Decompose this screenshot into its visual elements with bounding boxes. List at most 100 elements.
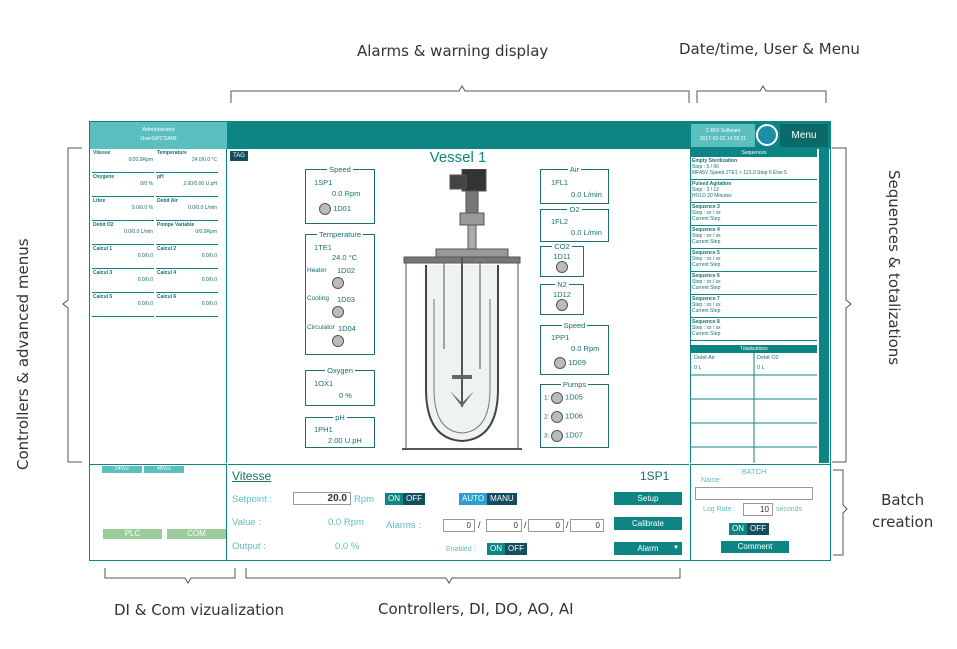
co2-panel[interactable]: CO2 1D11 [540, 242, 584, 277]
o2-panel[interactable]: O2 1FL2 0.0 L/min [540, 205, 609, 242]
enabled-toggle[interactable]: ON OFF [487, 543, 527, 555]
alarm-input-1[interactable]: 0 [443, 519, 475, 532]
calibrate-button[interactable]: Calibrate [614, 517, 682, 530]
tag-button[interactable]: TAG [230, 151, 248, 161]
controller-cell[interactable]: Libre 9.0/0.0 % [92, 197, 154, 221]
cooling-lamp-icon [332, 306, 344, 318]
pump-speed-title: Speed [561, 321, 588, 330]
controller-name: Temperature [157, 150, 187, 156]
batch-on-option[interactable]: ON [729, 523, 747, 535]
co2-lamp-icon [556, 261, 568, 273]
controller-cell[interactable]: Calcul 6 0.0/0.0 [156, 293, 218, 317]
enabled-on-option[interactable]: ON [487, 543, 505, 555]
manu-option[interactable]: MANU [487, 493, 517, 505]
auto-option[interactable]: AUTO [459, 493, 488, 505]
enabled-off-option[interactable]: OFF [505, 543, 527, 555]
temperature-unit: °C [348, 253, 358, 262]
ph-panel[interactable]: pH 1PH1 2.00 U.pH [305, 413, 375, 448]
air-panel[interactable]: Air 1FL1 0.0 L/min [540, 165, 609, 204]
sequence-step: Step : xx / xx [692, 233, 721, 239]
pump-speed-panel[interactable]: Speed 1PP1 0.0 Rpm 1D09 [540, 321, 609, 375]
pump-1-do: 1D05 [565, 392, 583, 402]
controller-name: Debit Air [157, 198, 178, 204]
enabled-label: Enabled : [446, 546, 476, 553]
off-option[interactable]: OFF [403, 493, 425, 505]
sequence-step: Step : xx / xx [692, 210, 721, 216]
output-display: 0.0 % [335, 541, 360, 552]
controller-name: Libre [93, 198, 106, 204]
controller-name: Calcul 6 [157, 294, 177, 300]
on-option[interactable]: ON [385, 493, 403, 505]
controllers-io-annotation: Controllers, DI, DO, AO, AI [378, 600, 574, 618]
alarm-input-3[interactable]: 0 [528, 519, 564, 532]
comment-button[interactable]: Comment [721, 541, 789, 553]
sequence-step: Step : xx / xx [692, 256, 721, 262]
menu-button[interactable]: Menu [780, 124, 828, 147]
controller-value: 0.0/0.0 L/min [124, 229, 153, 235]
log-rate-input[interactable]: 10 [743, 503, 773, 516]
controller-value: 2.00/0.00 U.pH [183, 181, 217, 187]
controller-name: pH [157, 174, 164, 180]
o2-title: O2 [567, 205, 582, 214]
totalizations-table: Debit Air 0 L Debit O2 0 L [691, 353, 817, 463]
controller-cell[interactable]: pH 2.00/0.00 U.pH [156, 173, 218, 197]
batch-name-input[interactable] [695, 487, 813, 500]
controller-name: Vitesse [232, 469, 272, 483]
sequence-current: Current Step [692, 239, 721, 245]
sequence-current: Current Step [692, 308, 721, 314]
speed-title: Speed [327, 165, 353, 174]
setpoint-input[interactable]: 20.0 [293, 492, 351, 505]
on-off-toggle[interactable]: ON OFF [385, 493, 425, 505]
n2-panel[interactable]: N2 1D12 [540, 280, 584, 315]
sequence-current: MFA5V Speed 1TE1 > 121.0 Step 6 Else 5 [692, 170, 787, 176]
ph-value: 2.00 [328, 436, 343, 445]
controller-name: Calcul 1 [93, 246, 113, 252]
log-rate-unit: seconds [776, 506, 803, 513]
speed-panel[interactable]: Speed 1SP1 0.0 Rpm 1D01 [305, 165, 375, 224]
pump-speed-value: 0.0 [571, 344, 582, 353]
pumps-panel[interactable]: Pumps 1: 1D05 2: 1D06 3: 1D07 [540, 380, 609, 448]
sequences-scrollbar[interactable] [819, 149, 829, 463]
controller-value: 9.0/0.0 % [131, 205, 153, 211]
totalizations-grid [691, 353, 817, 463]
batch-off-option[interactable]: OFF [747, 523, 769, 535]
sequence-current: Current Step [692, 331, 721, 337]
controller-value: 0/20.0Rpm [128, 157, 153, 163]
batch-on-off-toggle[interactable]: ON OFF [729, 523, 769, 535]
alarm-input-2[interactable]: 0 [486, 519, 522, 532]
setup-button[interactable]: Setup [614, 492, 682, 505]
auto-manu-toggle[interactable]: AUTO MANU [459, 493, 517, 505]
user-box[interactable]: Administrator UserGPCSAIR [90, 122, 227, 149]
oxygen-panel[interactable]: Oxygen 1OX1 0 % [305, 366, 375, 406]
sequence-name: Sequence 3 [692, 204, 720, 210]
top-bar: Administrator UserGPCSAIR C-BIO Software… [90, 122, 830, 149]
controller-value: 0.0/0.0 [201, 301, 217, 307]
alarms-label: Alarms : [386, 520, 421, 531]
temperature-panel[interactable]: Temperature 1TE1 24.0 °C Heater 1D02 Coo… [305, 230, 375, 355]
alarm-input-4[interactable]: 0 [570, 519, 604, 532]
circulator-do: 1D04 [338, 324, 356, 333]
user-role: Administrator [142, 127, 175, 133]
alarm-dropdown[interactable]: Alarm ▼ [614, 542, 682, 555]
sequence-current: Current Step [692, 216, 721, 222]
